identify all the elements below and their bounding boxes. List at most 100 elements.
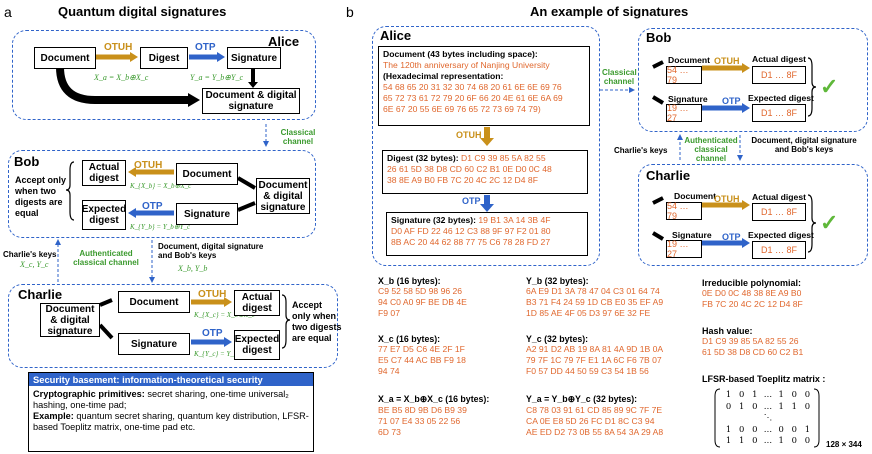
alice-digest: Digest (140, 47, 188, 69)
toeplitz-brackets (714, 388, 820, 448)
key-xb-line: C9 52 58 5D 98 96 26 (378, 286, 463, 296)
key-xc-line: 77 E7 D5 C6 4E 2F 1F (378, 344, 465, 354)
toeplitz-size: 128 × 344 (826, 440, 862, 449)
alice-b-hex-line: 65 72 73 61 72 79 20 6F 66 20 4E 61 6E 6… (383, 93, 563, 103)
bob-b-document-label: Document (668, 55, 711, 65)
toeplitz-cell: 1 (778, 389, 784, 399)
alice-b-digest-line: D1 C9 39 85 5A 82 55 (461, 153, 546, 163)
toeplitz-cell: 0 (752, 400, 758, 411)
charlie-document: Document (118, 291, 190, 313)
alice-b-doc-text: The 120th anniversary of Nanjing Univers… (383, 60, 550, 70)
charlie-container (8, 284, 338, 368)
key-yb-line: 1D 85 AE 4F 05 D3 97 6E 32 FE (526, 308, 651, 318)
auth-channel-b: Authenticated classical channel (684, 136, 738, 163)
bob-name: Bob (14, 154, 40, 169)
bob-signature: Signature (176, 203, 238, 225)
alice-b-digest-line: 38 8E A9 B0 FB 7C 20 4C 2C 12 D4 8F (387, 175, 538, 185)
charlie-b-expected-label: Expected digest (748, 230, 814, 240)
alice-eq2: Y_a = Y_b⊕Y_c (190, 73, 243, 82)
alice-b-sig-line: 8B AC 20 44 62 88 77 75 C6 78 28 FD 27 (391, 237, 551, 247)
key-xb-label: X_b (16 bytes): (378, 276, 441, 286)
alice-b-doc-label: Document (43 bytes including space): (383, 49, 538, 59)
charlie-eq1: K_{X_c} = X_b⊕X_c (194, 311, 255, 319)
alice-doc-arrow (56, 66, 188, 104)
charlie-b-container (638, 164, 868, 266)
bob-eq2: K_{Y_b} = Y_b⊕Y_c (130, 223, 191, 231)
key-xa-line: 71 07 E4 33 05 22 56 (378, 416, 461, 426)
toeplitz-cell (788, 412, 801, 424)
toeplitz-cell: 0 (778, 423, 784, 434)
alice-b-sig-line: D0 AF FD 22 46 12 C3 88 9F 97 F2 01 80 (391, 226, 551, 236)
toeplitz-cell: 0 (791, 423, 797, 434)
toeplitz-cell: … (763, 389, 773, 399)
toeplitz-cell (748, 412, 761, 424)
toeplitz-cell: 1 (778, 400, 784, 411)
toeplitz-cell (775, 412, 788, 424)
poly-line: 0E D0 0C 48 38 8E A9 B0 (702, 288, 802, 298)
toeplitz-cell: … (763, 435, 773, 445)
panel-b-letter: b (346, 4, 354, 20)
panel-b-title: An example of signatures (530, 4, 689, 19)
alice-b-container (372, 26, 600, 266)
key-ya-label: Y_a = Y_b⊕Y_c (32 bytes): (526, 394, 638, 404)
charlie-expected-digest: Expected digest (234, 330, 280, 360)
charlie-b-expected-val: D1 … 8F (752, 241, 806, 259)
alice-document: Document (34, 47, 96, 69)
bob-b-expected-label: Expected digest (748, 93, 814, 103)
charlie-accept-text: Accept only when two digests are equal (292, 300, 342, 343)
alice-otuh-label: OTUH (104, 42, 133, 53)
charlie-b-check-icon: ✓ (820, 210, 839, 235)
charlie-eq2: K_{Y_c} = Y_b⊕Y_c (194, 350, 254, 358)
key-xb-line: 94 C0 A0 9F BE DB 4E (378, 297, 467, 307)
charlie-b-otuh-label: OTUH (714, 194, 740, 204)
bob-b-otuh-label: OTUH (714, 56, 740, 66)
charlie-b-actual-val: D1 … 8F (752, 203, 806, 221)
alice-eq1: X_a = X_b⊕X_c (94, 73, 149, 82)
key-xc-label: X_c (16 bytes): (378, 334, 441, 344)
charlie-name: Charlie (18, 287, 63, 302)
bob-expected-digest: Expected digest (82, 200, 126, 230)
key-ya-line: AE ED D2 73 0B 55 8A 54 3A 29 A8 (526, 427, 664, 437)
charlie-b-signature-label: Signature (672, 230, 712, 240)
toeplitz-cell: … (763, 423, 773, 434)
alice-b-sig-line: 19 B1 3A 14 3B 4F (478, 215, 551, 225)
alice-b-hex-label: (Hexadecimal representation: (383, 71, 504, 81)
hash-value: Hash value: D1 C9 39 85 5A 82 55 26 61 5… (702, 326, 803, 358)
key-yc: Y_c (32 bytes): A2 91 D2 AB 19 8A 81 4A … (526, 334, 663, 377)
bob-b-signature-label: Signature (668, 94, 708, 104)
alice-b-document-box: Document (43 bytes including space): The… (378, 46, 590, 126)
alice-name: Alice (268, 34, 300, 49)
toeplitz-cell: ⋱ (763, 412, 773, 422)
key-ya: Y_a = Y_b⊕Y_c (32 bytes): C8 78 03 91 61… (526, 394, 663, 438)
security-example: Example: quantum secret sharing, quantum… (33, 411, 309, 432)
key-xc: X_c (16 bytes): 77 E7 D5 C6 4E 2F 1F E5 … (378, 334, 466, 377)
alice-b-digest-line: 26 61 5D 38 D8 CD 60 C2 B1 0E D0 0C 48 (387, 164, 552, 174)
toeplitz-cell: 1 (804, 423, 811, 434)
toeplitz-cell: 0 (739, 423, 745, 434)
doc-keys-vars-a: X_b, Y_b (178, 264, 208, 273)
charlies-keys-a: Charlie's keys (3, 250, 57, 259)
bob-b-actual-val: D1 … 8F (752, 66, 806, 84)
key-xc-line: 94 74 (378, 366, 400, 376)
charlies-keys-vars-a: X_c, Y_c (20, 260, 49, 269)
charlie-b-sig-val: 19 … 27 (666, 239, 702, 259)
key-xa-line: 6D 73 (378, 427, 401, 437)
key-yb: Y_b (32 bytes): 6A E9 D1 3A 78 47 04 C3 … (526, 276, 663, 319)
poly-line: FB 7C 20 4C 2C 12 D4 8F (702, 299, 803, 309)
key-yc-label: Y_c (32 bytes): (526, 334, 589, 344)
alice-doc-sig: Document & digital signature (202, 88, 300, 114)
alice-signature: Signature (227, 47, 281, 69)
alice-b-otp-label: OTP (462, 196, 481, 206)
key-xb-line: F9 07 (378, 308, 400, 318)
key-xa-label: X_a = X_b⊕X_c (16 bytes): (378, 394, 490, 404)
key-ya-line: CA 0E E8 5D 26 FC D1 8C C3 94 (526, 416, 655, 426)
toeplitz-cell: 0 (804, 389, 811, 399)
toeplitz-cell: 0 (791, 435, 797, 445)
toeplitz-cell: 1 (739, 400, 745, 411)
charlie-b-document-label: Document (674, 191, 717, 201)
key-yb-label: Y_b (32 bytes): (526, 276, 589, 286)
bob-accept-text: Accept only when two digests are equal (15, 175, 67, 218)
toeplitz-cell (735, 412, 748, 424)
charlies-keys-b: Charlie's keys (614, 146, 668, 155)
